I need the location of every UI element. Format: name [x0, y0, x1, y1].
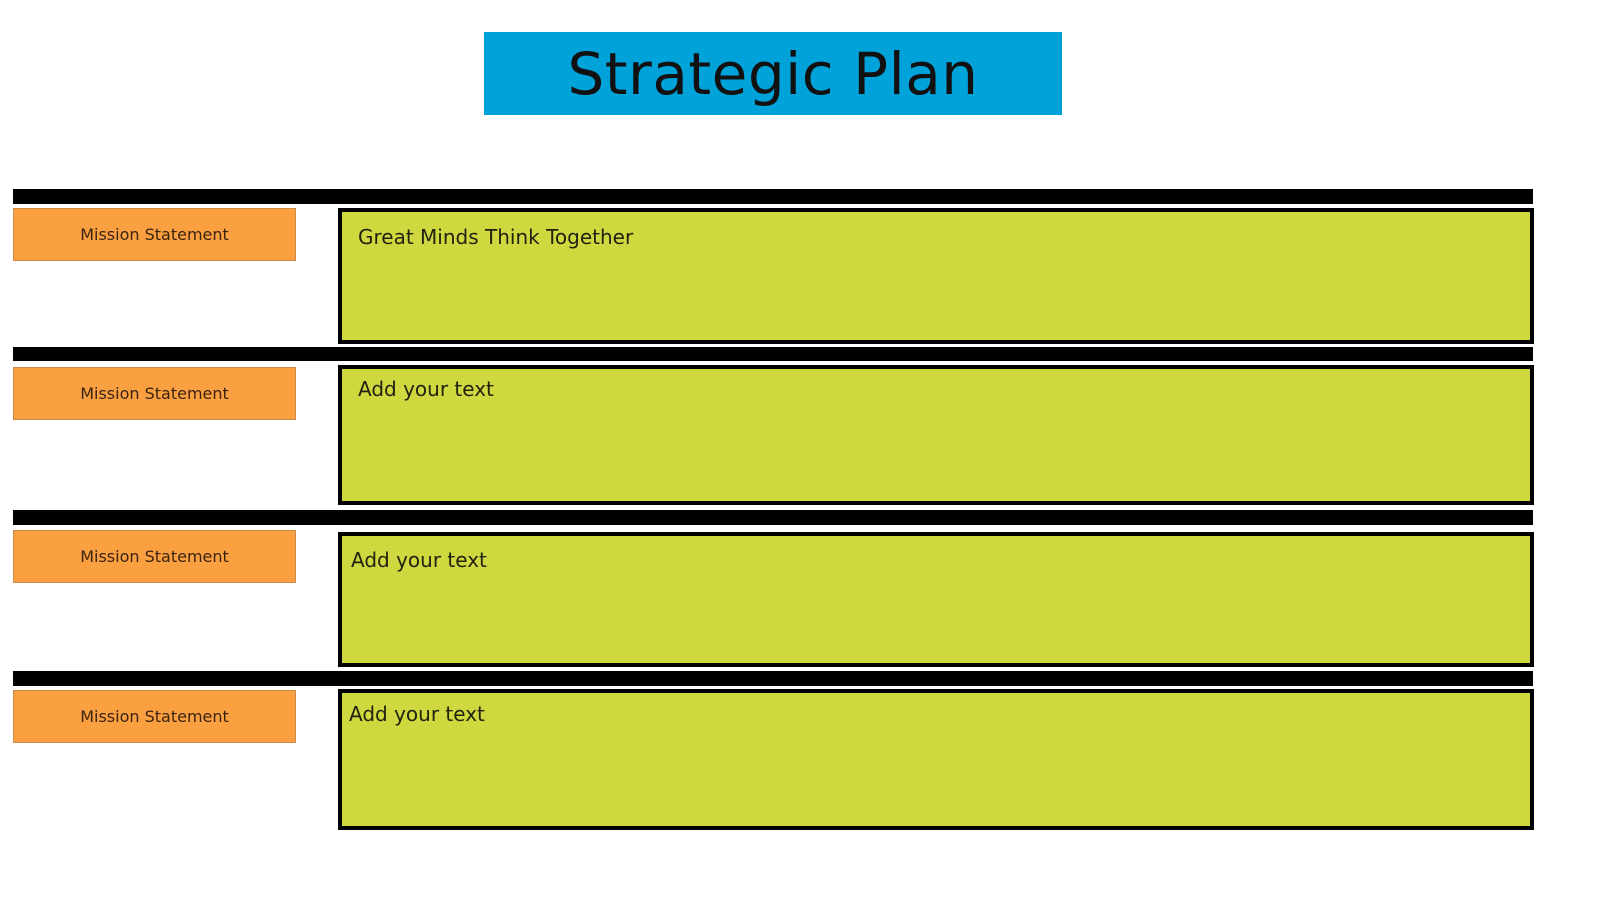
- row-separator: [13, 189, 1533, 204]
- row-content-text[interactable]: Add your text: [351, 548, 487, 572]
- row-label: Mission Statement: [80, 225, 229, 244]
- row-label-box[interactable]: Mission Statement: [13, 530, 296, 583]
- row-separator: [13, 510, 1533, 525]
- row-label: Mission Statement: [80, 547, 229, 566]
- row-content-box[interactable]: Add your text: [338, 532, 1534, 667]
- row-separator: [13, 347, 1533, 361]
- row-content-text[interactable]: Add your text: [358, 377, 494, 401]
- row-label-box[interactable]: Mission Statement: [13, 690, 296, 743]
- row-content-text[interactable]: Add your text: [349, 702, 485, 726]
- row-content-text[interactable]: Great Minds Think Together: [358, 225, 634, 249]
- row-label-box[interactable]: Mission Statement: [13, 208, 296, 261]
- row-content-box[interactable]: Add your text: [338, 689, 1534, 830]
- title-banner: Strategic Plan: [484, 32, 1062, 115]
- row-label-box[interactable]: Mission Statement: [13, 367, 296, 420]
- row-label: Mission Statement: [80, 707, 229, 726]
- row-label: Mission Statement: [80, 384, 229, 403]
- row-separator: [13, 671, 1533, 686]
- row-content-box[interactable]: Add your text: [338, 365, 1534, 505]
- row-content-box[interactable]: Great Minds Think Together: [338, 208, 1534, 344]
- page-title: Strategic Plan: [567, 39, 979, 108]
